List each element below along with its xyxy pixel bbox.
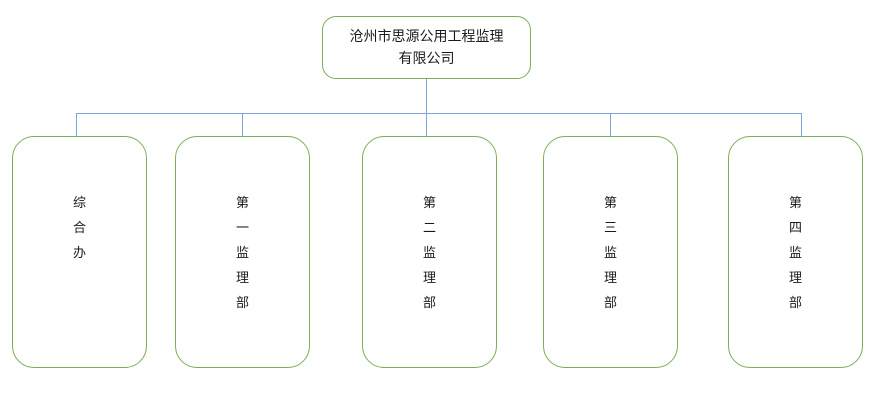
org-node-root-label: 沧州市思源公用工程监理 有限公司 xyxy=(349,28,504,67)
org-node-label: 综合办 xyxy=(73,196,87,261)
connector-drop-second-supervision xyxy=(426,113,427,136)
org-node-label: 第四监理部 xyxy=(789,196,803,311)
org-node-label: 第三监理部 xyxy=(604,196,618,311)
org-node-first-supervision-dept[interactable]: 第一监理部 xyxy=(175,136,310,368)
connector-drop-综合办 xyxy=(76,113,77,136)
connector-drop-third-supervision xyxy=(610,113,611,136)
org-node-second-supervision-dept[interactable]: 第二监理部 xyxy=(362,136,497,368)
org-node-root[interactable]: 沧州市思源公用工程监理 有限公司 xyxy=(322,16,531,79)
connector-drop-fourth-supervision xyxy=(801,113,802,136)
connector-horizontal-bus xyxy=(76,113,802,114)
org-node-label: 第二监理部 xyxy=(423,196,437,311)
org-node-comprehensive-office[interactable]: 综合办 xyxy=(12,136,147,368)
org-node-third-supervision-dept[interactable]: 第三监理部 xyxy=(543,136,678,368)
connector-root-stem xyxy=(426,79,427,114)
org-node-label: 第一监理部 xyxy=(236,196,250,311)
connector-drop-first-supervision xyxy=(242,113,243,137)
org-node-fourth-supervision-dept[interactable]: 第四监理部 xyxy=(728,136,863,368)
